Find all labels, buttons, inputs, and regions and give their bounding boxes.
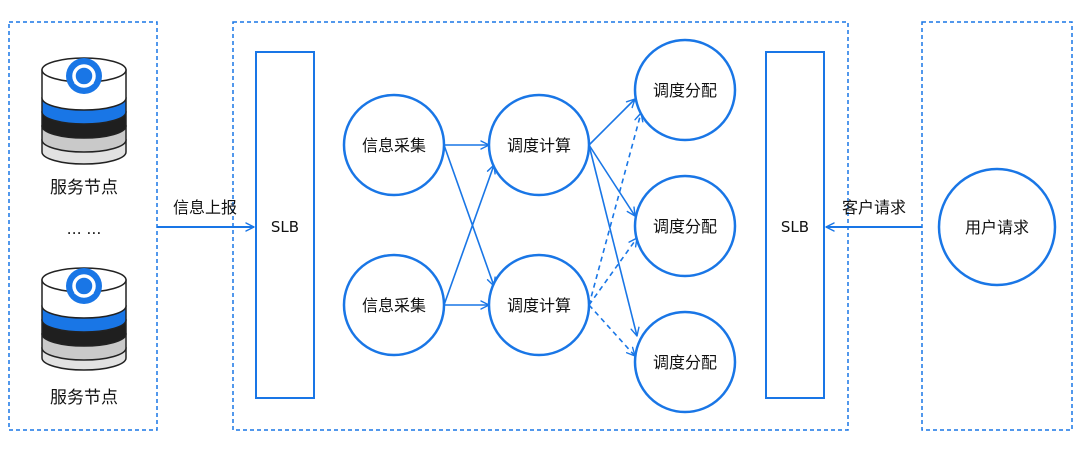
request-label: 客户请求: [842, 198, 906, 217]
dispatch-label-bottom: 调度分配: [653, 353, 717, 372]
connector-lines: [443, 98, 644, 357]
middle-group-box: [232, 21, 849, 431]
slb-left-label: SLB: [271, 218, 299, 236]
user-request-node: [937, 167, 1057, 287]
slb-right-box: [765, 51, 825, 399]
collect-label-bottom: 信息采集: [362, 296, 426, 315]
server-database-icon: [41, 267, 127, 371]
dispatch-node-top: [633, 38, 737, 142]
server-database-icon: [41, 57, 127, 165]
user-request-label: 用户请求: [965, 218, 1029, 237]
dispatch-label-mid: 调度分配: [653, 217, 717, 236]
dispatch-node-bottom: [633, 310, 737, 414]
collect-label-top: 信息采集: [362, 136, 426, 155]
server-node-label-bottom: 服务节点: [50, 388, 118, 408]
server-node-label-top: 服务节点: [50, 178, 118, 198]
compute-node-bottom: [487, 253, 591, 357]
collect-node-top: [342, 93, 446, 197]
slb-left-box: [255, 51, 315, 399]
compute-label-top: 调度计算: [507, 136, 571, 155]
report-label: 信息上报: [173, 198, 237, 217]
dispatch-node-mid: [633, 174, 737, 278]
ellipsis-text: … …: [67, 220, 102, 238]
collect-node-bottom: [342, 253, 446, 357]
compute-label-bottom: 调度计算: [507, 296, 571, 315]
slb-right-label: SLB: [781, 218, 809, 236]
dispatch-label-top: 调度分配: [653, 81, 717, 100]
compute-node-top: [487, 93, 591, 197]
